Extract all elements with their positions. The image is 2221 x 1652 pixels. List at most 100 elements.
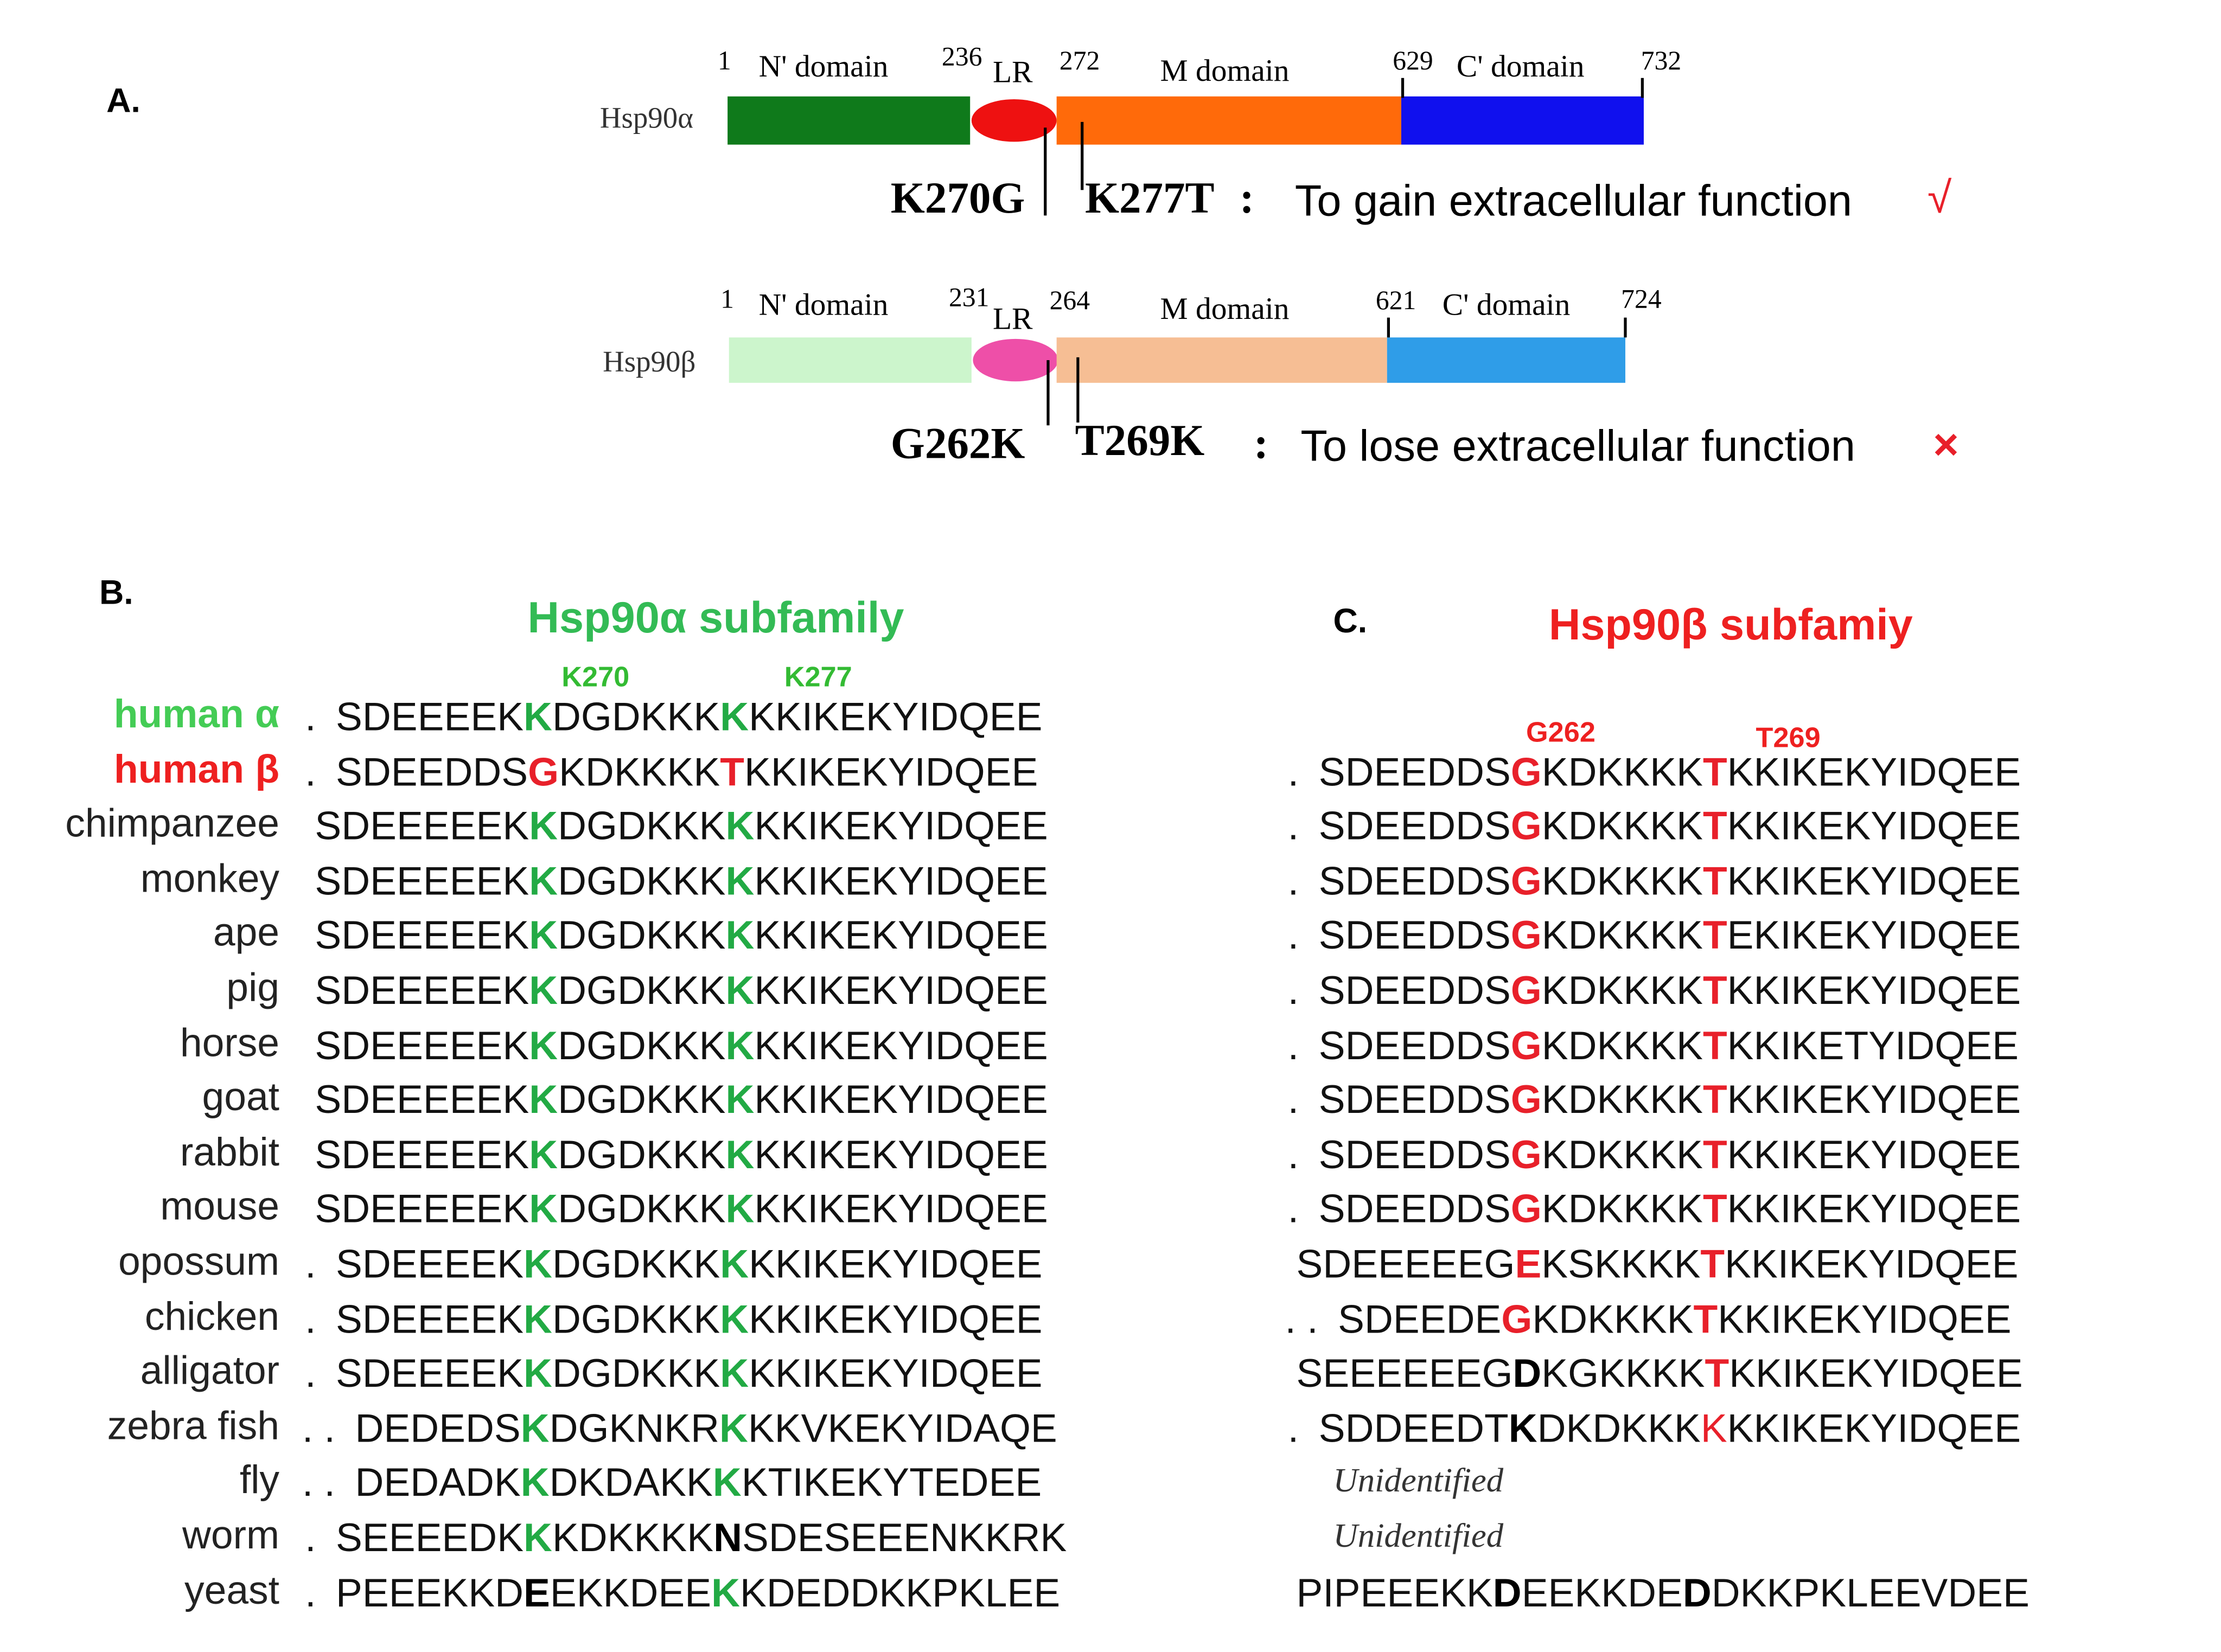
residue: E bbox=[396, 804, 423, 848]
residue: S bbox=[494, 1406, 521, 1450]
alpha-row-sequence: .SDEEDDSGKDKKKKTKKIKEKYIDQEE bbox=[305, 750, 1038, 795]
residue: D bbox=[1908, 1132, 1937, 1177]
residue: G bbox=[586, 1023, 617, 1067]
residue: K bbox=[699, 804, 726, 848]
residue: G bbox=[586, 1187, 617, 1232]
residue: D bbox=[1559, 1297, 1588, 1341]
residue: K bbox=[672, 1078, 699, 1122]
residue: S bbox=[1318, 859, 1345, 903]
residue: K bbox=[813, 1297, 840, 1341]
residue: E bbox=[995, 1078, 1022, 1122]
residue: D bbox=[1323, 1242, 1352, 1286]
alpha-row-sequence: . .DEDEDSKDGKNKRKKKVKEKYIDAQE bbox=[302, 1406, 1057, 1452]
residue: I bbox=[1780, 749, 1791, 793]
residue: E bbox=[449, 968, 476, 1013]
residue: E bbox=[449, 859, 476, 903]
residue: E bbox=[985, 749, 1012, 793]
residue: I bbox=[1780, 1406, 1791, 1450]
highlighted-residue: T bbox=[1702, 1023, 1727, 1067]
sequence-residues: PEEEKKDEEKKDEEKKDEDDKKPKLEE bbox=[336, 1571, 1060, 1615]
residue: G bbox=[580, 1297, 612, 1341]
residue: D bbox=[341, 859, 371, 903]
residue: K bbox=[1791, 804, 1818, 848]
alpha-row-sequence: .SDEEEEKKDGDKKKKKKIKEKYIDQEE bbox=[305, 1297, 1042, 1342]
residue: K bbox=[497, 695, 524, 739]
residue: K bbox=[1678, 1351, 1705, 1395]
sequence-residues: SDEEDDSGKDKKKKTKKIKEKYIDQEE bbox=[336, 750, 1038, 793]
residue: K bbox=[1574, 1570, 1601, 1615]
residue: K bbox=[1791, 859, 1818, 903]
residue: K bbox=[1753, 749, 1780, 793]
alignment-gap-dots: . bbox=[1287, 1187, 1299, 1232]
residue: I bbox=[1770, 1297, 1782, 1341]
residue: E bbox=[1994, 1406, 2021, 1450]
residue: S bbox=[1484, 1187, 1511, 1232]
sequence-residues: SEEEEEEGDKGKKKKTKKIKEKYIDQEE bbox=[1296, 1352, 2022, 1395]
residue: Q bbox=[964, 913, 995, 958]
residue: E bbox=[396, 913, 423, 958]
alignment-gap-dots: . bbox=[1287, 1023, 1299, 1067]
residue: K bbox=[1727, 1132, 1754, 1177]
residue: E bbox=[2003, 1570, 2029, 1615]
residue: D bbox=[1345, 859, 1374, 903]
residue: Y bbox=[1871, 804, 1898, 848]
residue: D bbox=[1427, 749, 1456, 793]
residue: K bbox=[609, 1406, 636, 1450]
residue: S bbox=[1338, 1297, 1365, 1341]
residue: Q bbox=[964, 804, 995, 848]
residue: I bbox=[1897, 1406, 1909, 1450]
highlighted-residue: G bbox=[1510, 1023, 1542, 1067]
beta-row-sequence: PIPEEEKKDEEKKDEDDKKPKLEEVDEE bbox=[1296, 1571, 2029, 1616]
residue: E bbox=[989, 1351, 1016, 1395]
highlighted-residue: K bbox=[719, 1406, 748, 1450]
residue: D bbox=[768, 1515, 797, 1560]
beta-row-sequence: . .SDEEDEGKDKKKKTKKIKEKYIDQEE bbox=[1285, 1297, 2012, 1342]
alpha-row-sequence: .PEEEKKDEEKKDEEKKDEDDKKPKLEE bbox=[305, 1571, 1060, 1616]
residue: E bbox=[370, 1078, 397, 1122]
residue: K bbox=[754, 1078, 781, 1122]
residue: E bbox=[391, 749, 418, 793]
beta-t269-marker bbox=[1076, 357, 1080, 423]
residue: Q bbox=[1935, 1023, 1966, 1067]
highlighted-residue: D bbox=[1682, 1570, 1712, 1615]
residue: D bbox=[935, 1023, 965, 1067]
beta-lr-label: LR bbox=[993, 300, 1033, 336]
residue: E bbox=[1374, 749, 1401, 793]
sequence-residues: SDEEDDSGKDKKKKTKKIKEKYIDQEE bbox=[1319, 750, 2021, 793]
highlighted-residue: D bbox=[1512, 1351, 1542, 1395]
species-label: worm bbox=[182, 1513, 280, 1557]
highlighted-residue: T bbox=[1693, 1297, 1718, 1341]
residue: I bbox=[801, 695, 813, 739]
residue: R bbox=[691, 1406, 719, 1450]
residue: K bbox=[1676, 1023, 1703, 1067]
residue: K bbox=[1620, 1242, 1648, 1286]
residue: D bbox=[1948, 1570, 1977, 1615]
residue: K bbox=[1541, 1242, 1568, 1286]
highlighted-residue: K bbox=[524, 1351, 552, 1395]
residue: E bbox=[1965, 1242, 1992, 1286]
residue: E bbox=[995, 1023, 1022, 1067]
sequence-residues: SDEEEEEGEKSKKKKTKKIKEKYIDQEE bbox=[1296, 1242, 2018, 1286]
residue: K bbox=[1597, 968, 1624, 1013]
residue: D bbox=[1427, 1187, 1456, 1232]
alpha-row-sequence: SDEEEEEKKDGDKKKKKKIKEKYIDQEE bbox=[315, 1187, 1048, 1233]
residue: E bbox=[470, 1242, 497, 1286]
residue: D bbox=[1905, 1242, 1935, 1286]
species-label: human α bbox=[113, 691, 280, 736]
residue: E bbox=[1994, 913, 2021, 958]
residue: D bbox=[1456, 1406, 1484, 1450]
residue: E bbox=[839, 1297, 866, 1341]
residue: E bbox=[476, 859, 503, 903]
residue: K bbox=[1623, 804, 1650, 848]
beta-mutation-2: T269K bbox=[1075, 415, 1205, 465]
residue: S bbox=[315, 968, 342, 1013]
species-label: ape bbox=[213, 911, 280, 955]
highlighted-residue: K bbox=[529, 1132, 558, 1177]
residue: K bbox=[1674, 1242, 1701, 1286]
residue: G bbox=[586, 1132, 617, 1177]
residue: E bbox=[417, 1297, 444, 1341]
residue: E bbox=[839, 695, 866, 739]
residue: K bbox=[1621, 1406, 1648, 1450]
residue: D bbox=[1906, 1023, 1935, 1067]
residue: D bbox=[1908, 1187, 1937, 1232]
